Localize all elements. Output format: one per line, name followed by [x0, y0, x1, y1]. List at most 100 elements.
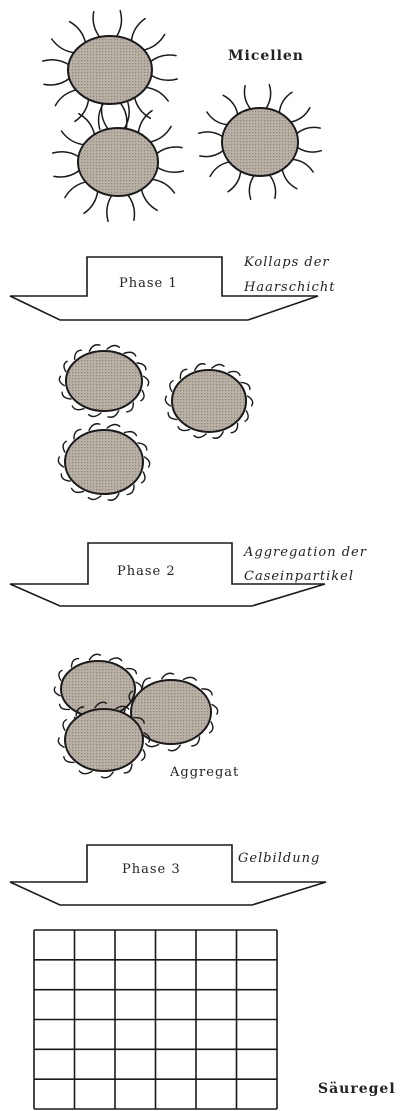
micelle-hair	[58, 457, 63, 467]
label-kollaps: Kollaps der	[243, 255, 330, 270]
label-phase-3: Phase 3	[122, 862, 181, 877]
micelle-hair	[223, 95, 238, 115]
micelle-hair	[282, 169, 297, 189]
micelle-right	[199, 85, 322, 200]
micelle-hair	[107, 345, 119, 349]
micelle-hair	[89, 413, 101, 417]
micelle-hair	[59, 670, 62, 680]
micelle-hair	[212, 705, 218, 715]
micelle-hair	[89, 654, 100, 659]
micelle-hair	[150, 55, 176, 62]
stage-aggregate	[54, 654, 217, 777]
micelle-hair	[207, 112, 228, 125]
micelle-core	[172, 370, 246, 432]
micelle-hair	[136, 682, 142, 691]
micelle-hair	[144, 376, 149, 385]
micelle-hair	[88, 496, 101, 500]
micelle-core	[68, 36, 152, 104]
micelle-core	[66, 351, 142, 411]
micelle-hair	[279, 92, 292, 113]
micelle-hair	[244, 86, 251, 110]
micelle-hair	[53, 152, 79, 157]
micelle-hair	[151, 75, 178, 80]
micelle-hair	[93, 12, 100, 38]
micelle-core	[222, 108, 298, 176]
micelle-hair	[210, 162, 230, 177]
micelle-hair	[62, 131, 85, 145]
micelle-core	[65, 430, 143, 494]
micelle-hair	[200, 150, 224, 157]
micelle-hair	[296, 127, 320, 134]
micelle-hair	[102, 104, 109, 130]
micelle-hair	[143, 34, 165, 50]
collapsed-micelle-right	[165, 364, 252, 438]
micelle-hair	[55, 90, 77, 106]
micelle-hair	[228, 171, 241, 192]
label-phase-2: Phase 2	[117, 564, 176, 579]
micelle-hair	[266, 85, 271, 109]
micelle-hair	[107, 425, 120, 429]
micelle-hair	[142, 750, 145, 761]
stage-collapsed-micelles	[58, 345, 252, 500]
label-phase-1: Phase 1	[119, 276, 178, 291]
micelle-hair	[141, 391, 144, 401]
micelle-core	[65, 709, 143, 771]
micelle-hair	[63, 441, 66, 452]
micelle-hair	[110, 658, 122, 661]
label-haarschicht: Haarschicht	[243, 280, 335, 295]
micelle-hair	[70, 22, 86, 44]
collapsed-micelle-bottom	[58, 424, 149, 500]
micelle-hair	[150, 126, 172, 142]
micelle-hair	[59, 376, 64, 385]
micelle-top	[43, 11, 177, 130]
micelle-hair	[212, 364, 224, 368]
stage-micelles	[43, 11, 322, 222]
micelle-hair	[102, 772, 114, 778]
micelle-hair	[54, 170, 80, 177]
micelle-hair	[170, 381, 173, 392]
micelle-hair	[89, 345, 100, 351]
micelle-hair	[152, 179, 175, 193]
micelle-hair	[116, 11, 121, 37]
micelle-core	[78, 128, 158, 196]
micelle-hair	[142, 472, 145, 483]
micelle-hair	[63, 720, 66, 731]
micelle-hair	[145, 457, 150, 467]
label-caseinpartikel: Caseinpartikel	[244, 569, 354, 584]
micelle-hair	[43, 60, 70, 65]
micelle-hair	[165, 396, 170, 406]
micelle-hair	[292, 159, 313, 172]
micelle-hair	[64, 361, 67, 371]
micelle-hair	[107, 195, 112, 221]
micelle-hair	[58, 738, 64, 747]
micelle-hair	[134, 97, 150, 119]
micelle-hair	[168, 745, 180, 751]
micelle-hair	[248, 396, 253, 406]
micelle-hair	[210, 722, 213, 733]
micelle-hair	[290, 108, 310, 123]
micelle-hair	[65, 182, 87, 198]
label-micellen: Micellen	[228, 48, 304, 64]
collapsed-micelle-top	[59, 345, 148, 417]
micelle-hair	[54, 687, 60, 696]
micelle-hair	[297, 147, 322, 152]
micelle-bottom-left	[53, 103, 184, 222]
gel-network-grid	[34, 930, 277, 1109]
micelle-hair	[156, 147, 182, 154]
micelle-hair	[141, 189, 157, 211]
micelle-hair	[127, 194, 134, 220]
label-saeuregel: Säuregel	[318, 1081, 396, 1097]
micelle-hair	[245, 411, 248, 422]
micelle-hair	[183, 677, 196, 680]
micelle-hair	[131, 19, 145, 42]
micelle-hair	[157, 167, 184, 172]
micelle-hair	[44, 78, 70, 85]
micelle-hair	[249, 175, 254, 199]
micelle-hair	[162, 673, 174, 679]
micelle-hair	[108, 411, 119, 417]
micelle-hair	[52, 39, 75, 53]
micelle-hair	[269, 174, 276, 198]
micelle-hair	[145, 87, 168, 101]
micelle-hair	[146, 744, 159, 747]
